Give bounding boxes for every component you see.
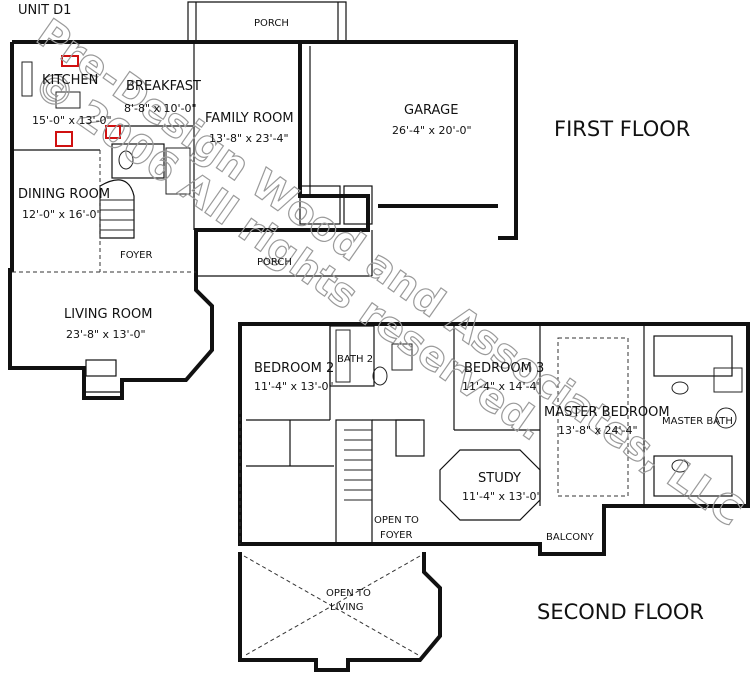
dining-room-size: 12'-0" x 16'-0" <box>22 208 102 221</box>
open-to-foyer-line2: FOYER <box>380 530 413 541</box>
balcony-label: BALCONY <box>546 532 595 543</box>
bedroom2-label: BEDROOM 2 <box>254 361 334 376</box>
unit-label: UNIT D1 <box>18 3 71 18</box>
labels: UNIT D1 FIRST FLOOR SECOND FLOOR PORCH K… <box>18 3 733 624</box>
kitchen-size: 15'-0" x 13'-0" <box>32 114 112 127</box>
study-label: STUDY <box>478 471 521 486</box>
living-room-size: 23'-8" x 13'-0" <box>66 328 146 341</box>
family-room-label: FAMILY ROOM <box>205 111 294 126</box>
second-floor <box>238 322 750 672</box>
second-floor-title: SECOND FLOOR <box>537 600 704 624</box>
master-bedroom-label: MASTER BEDROOM <box>544 405 670 420</box>
breakfast-label: BREAKFAST <box>126 79 201 94</box>
open-to-foyer-line1: OPEN TO <box>374 515 419 526</box>
dining-room-label: DINING ROOM <box>18 187 110 202</box>
kitchen-label: KITCHEN <box>42 73 98 88</box>
family-room-size: 13'-8" x 23'-4" <box>209 132 289 145</box>
bath2-label: BATH 2 <box>337 354 373 365</box>
open-to-living-line1: OPEN TO <box>326 588 371 599</box>
porch-top-label: PORCH <box>254 18 289 29</box>
master-bath-label: MASTER BATH <box>662 416 733 427</box>
garage-label: GARAGE <box>404 103 458 118</box>
bedroom2-size: 11'-4" x 13'-0" <box>254 380 334 393</box>
breakfast-size: 8'-8" x 10'-0" <box>124 102 197 115</box>
living-room-label: LIVING ROOM <box>64 307 152 322</box>
garage-size: 26'-4" x 20'-0" <box>392 124 472 137</box>
open-to-living-line2: LIVING <box>330 602 364 613</box>
porch-mid-label: PORCH <box>257 257 292 268</box>
foyer-label: FOYER <box>120 250 153 261</box>
master-bedroom-size: 13'-8" x 24'-4" <box>558 424 638 437</box>
bedroom3-label: BEDROOM 3 <box>464 361 544 376</box>
first-floor-title: FIRST FLOOR <box>554 117 690 141</box>
study-size: 11'-4" x 13'-0" <box>462 490 542 503</box>
bedroom3-size: 11'-4" x 14'-4" <box>462 380 542 393</box>
first-floor <box>8 1 518 400</box>
